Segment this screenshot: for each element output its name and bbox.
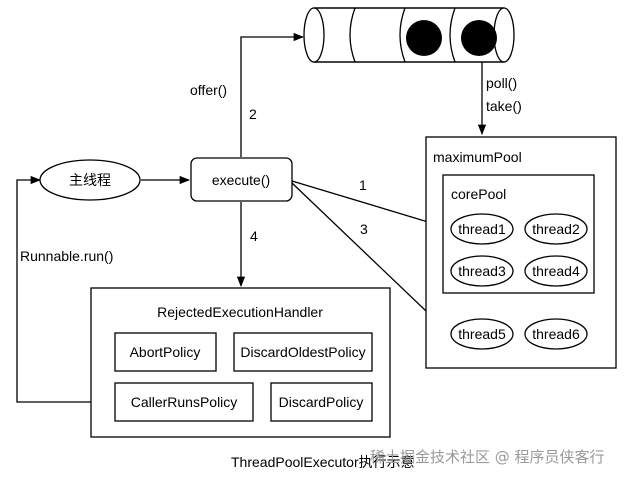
thread-node: thread5 bbox=[458, 326, 506, 342]
step-4-label: 4 bbox=[250, 228, 258, 244]
core-pool: corePool thread1 thread2 thread3 thread4 bbox=[442, 174, 595, 294]
thread-node: thread4 bbox=[532, 263, 580, 279]
handler-title: RejectedExecutionHandler bbox=[157, 304, 323, 320]
step-2-label: 2 bbox=[249, 106, 257, 122]
run-label: Runnable.run() bbox=[20, 248, 113, 264]
execute-node: execute() bbox=[190, 157, 293, 202]
edge-to-extra bbox=[291, 182, 449, 333]
policy-abort: AbortPolicy bbox=[130, 344, 201, 360]
thread-node: thread2 bbox=[532, 221, 580, 237]
rejected-execution-handler: RejectedExecutionHandler AbortPolicy Dis… bbox=[90, 287, 391, 438]
step-1-label: 1 bbox=[359, 177, 367, 193]
offer-label: offer() bbox=[190, 82, 227, 98]
main-thread-label: 主线程 bbox=[69, 172, 111, 188]
diagram-caption: ThreadPoolExecutor执行示意 bbox=[231, 454, 415, 470]
poll-label: poll() bbox=[486, 75, 517, 91]
thread-node: thread6 bbox=[532, 326, 580, 342]
thread-node: thread1 bbox=[458, 221, 506, 237]
policy-caller-runs: CallerRunsPolicy bbox=[131, 394, 238, 410]
step-3-label: 3 bbox=[360, 221, 368, 237]
maximum-pool-title: maximumPool bbox=[433, 149, 522, 165]
offer-edge bbox=[240, 32, 305, 157]
take-label: take() bbox=[486, 98, 522, 114]
maximum-pool: maximumPool corePool thread1 thread2 thr… bbox=[425, 136, 617, 369]
blocking-queue bbox=[303, 7, 515, 63]
thread-node: thread3 bbox=[458, 263, 506, 279]
policy-discard: DiscardPolicy bbox=[279, 394, 364, 410]
watermark: 稀土掘金技术社区 @ 程序员侠客行 bbox=[370, 448, 605, 466]
edges bbox=[16, 32, 487, 403]
core-pool-title: corePool bbox=[451, 186, 506, 202]
queued-task-1 bbox=[406, 20, 442, 56]
queued-task-2 bbox=[461, 20, 497, 56]
run-edge bbox=[16, 175, 115, 403]
policy-discard-oldest: DiscardOldestPolicy bbox=[240, 344, 365, 360]
edge-to-core bbox=[291, 180, 449, 230]
main-thread-node: 主线程 bbox=[39, 159, 141, 201]
execute-label: execute() bbox=[212, 172, 270, 188]
